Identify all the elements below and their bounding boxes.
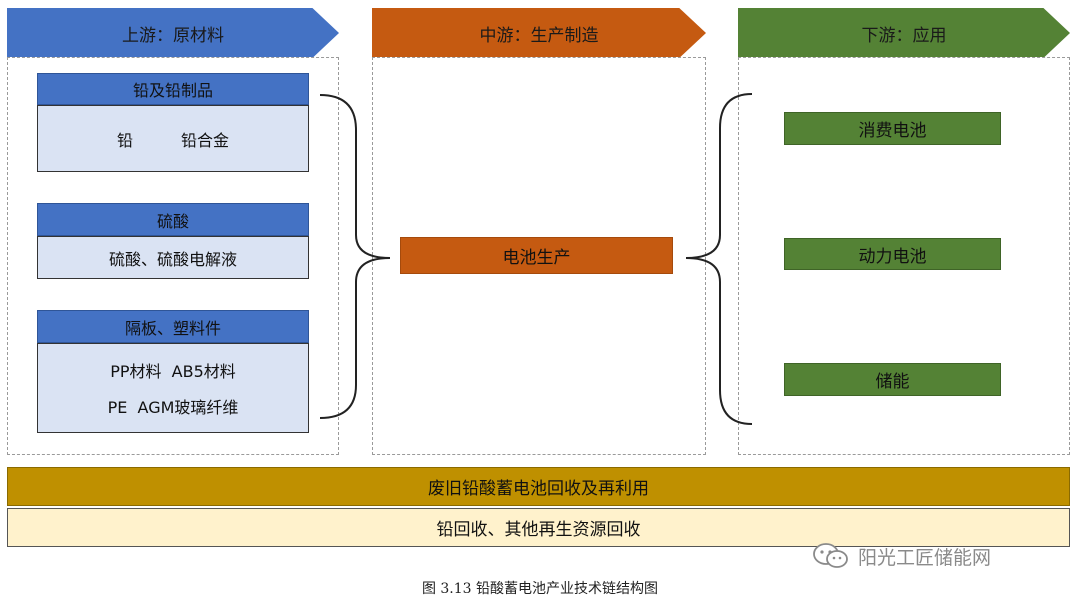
- figure-caption-text: 图 3.13 铅酸蓄电池产业技术链结构图: [421, 581, 659, 597]
- midstream-banner-label: 中游：生产制造: [479, 25, 599, 46]
- watermark: 阳光工匠储能网: [812, 540, 991, 572]
- separator-group-body: PP材料 AB5材料 PE AGM玻璃纤维: [37, 343, 309, 433]
- lead-group-title: 铅及铅制品: [132, 81, 213, 100]
- upstream-banner-label: 上游：原材料: [122, 25, 224, 46]
- separator-line-1: PP材料 AB5材料: [110, 362, 236, 381]
- wechat-icon: [813, 543, 848, 568]
- energy-storage-box: 储能: [784, 363, 1001, 396]
- recycle-detail-bar: 铅回收、其他再生资源回收: [7, 508, 1070, 547]
- separator-group-title: 隔板、塑料件: [124, 318, 221, 338]
- lead-alloy-item: 铅合金: [181, 130, 230, 150]
- battery-production-label: 电池生产: [502, 248, 571, 268]
- connector-braces: [319, 93, 753, 425]
- downstream-brace: [685, 93, 753, 425]
- lead-group-body: 铅 铅合金: [37, 105, 309, 172]
- midstream-banner: 中游：生产制造: [372, 8, 706, 58]
- separator-group-header: 隔板、塑料件: [37, 310, 309, 343]
- battery-production-box: 电池生产: [400, 237, 673, 274]
- acid-group-title: 硫酸: [156, 211, 189, 231]
- acid-group-text: 硫酸、硫酸电解液: [108, 249, 237, 269]
- downstream-banner-label: 下游：应用: [861, 25, 947, 46]
- upstream-banner: 上游：原材料: [7, 8, 339, 58]
- downstream-banner: 下游：应用: [738, 8, 1070, 58]
- figure-caption: 图 3.13 铅酸蓄电池产业技术链结构图: [0, 576, 1080, 600]
- recycle-title: 废旧铅酸蓄电池回收及再利用: [428, 479, 649, 499]
- upstream-brace: [319, 94, 391, 419]
- recycle-bar: 废旧铅酸蓄电池回收及再利用: [7, 467, 1070, 506]
- acid-group-body: 硫酸、硫酸电解液: [37, 236, 309, 279]
- consumer-battery-label: 消费电池: [858, 121, 927, 141]
- recycle-detail: 铅回收、其他再生资源回收: [436, 520, 641, 540]
- acid-group-header: 硫酸: [37, 203, 309, 236]
- lead-item: 铅: [116, 130, 133, 150]
- power-battery-label: 动力电池: [858, 246, 927, 267]
- lead-group-header: 铅及铅制品: [37, 73, 309, 105]
- consumer-battery-box: 消费电池: [784, 112, 1001, 145]
- watermark-text: 阳光工匠储能网: [858, 546, 992, 569]
- separator-line-2: PE AGM玻璃纤维: [107, 398, 239, 417]
- energy-storage-label: 储能: [875, 372, 910, 392]
- power-battery-box: 动力电池: [784, 238, 1001, 270]
